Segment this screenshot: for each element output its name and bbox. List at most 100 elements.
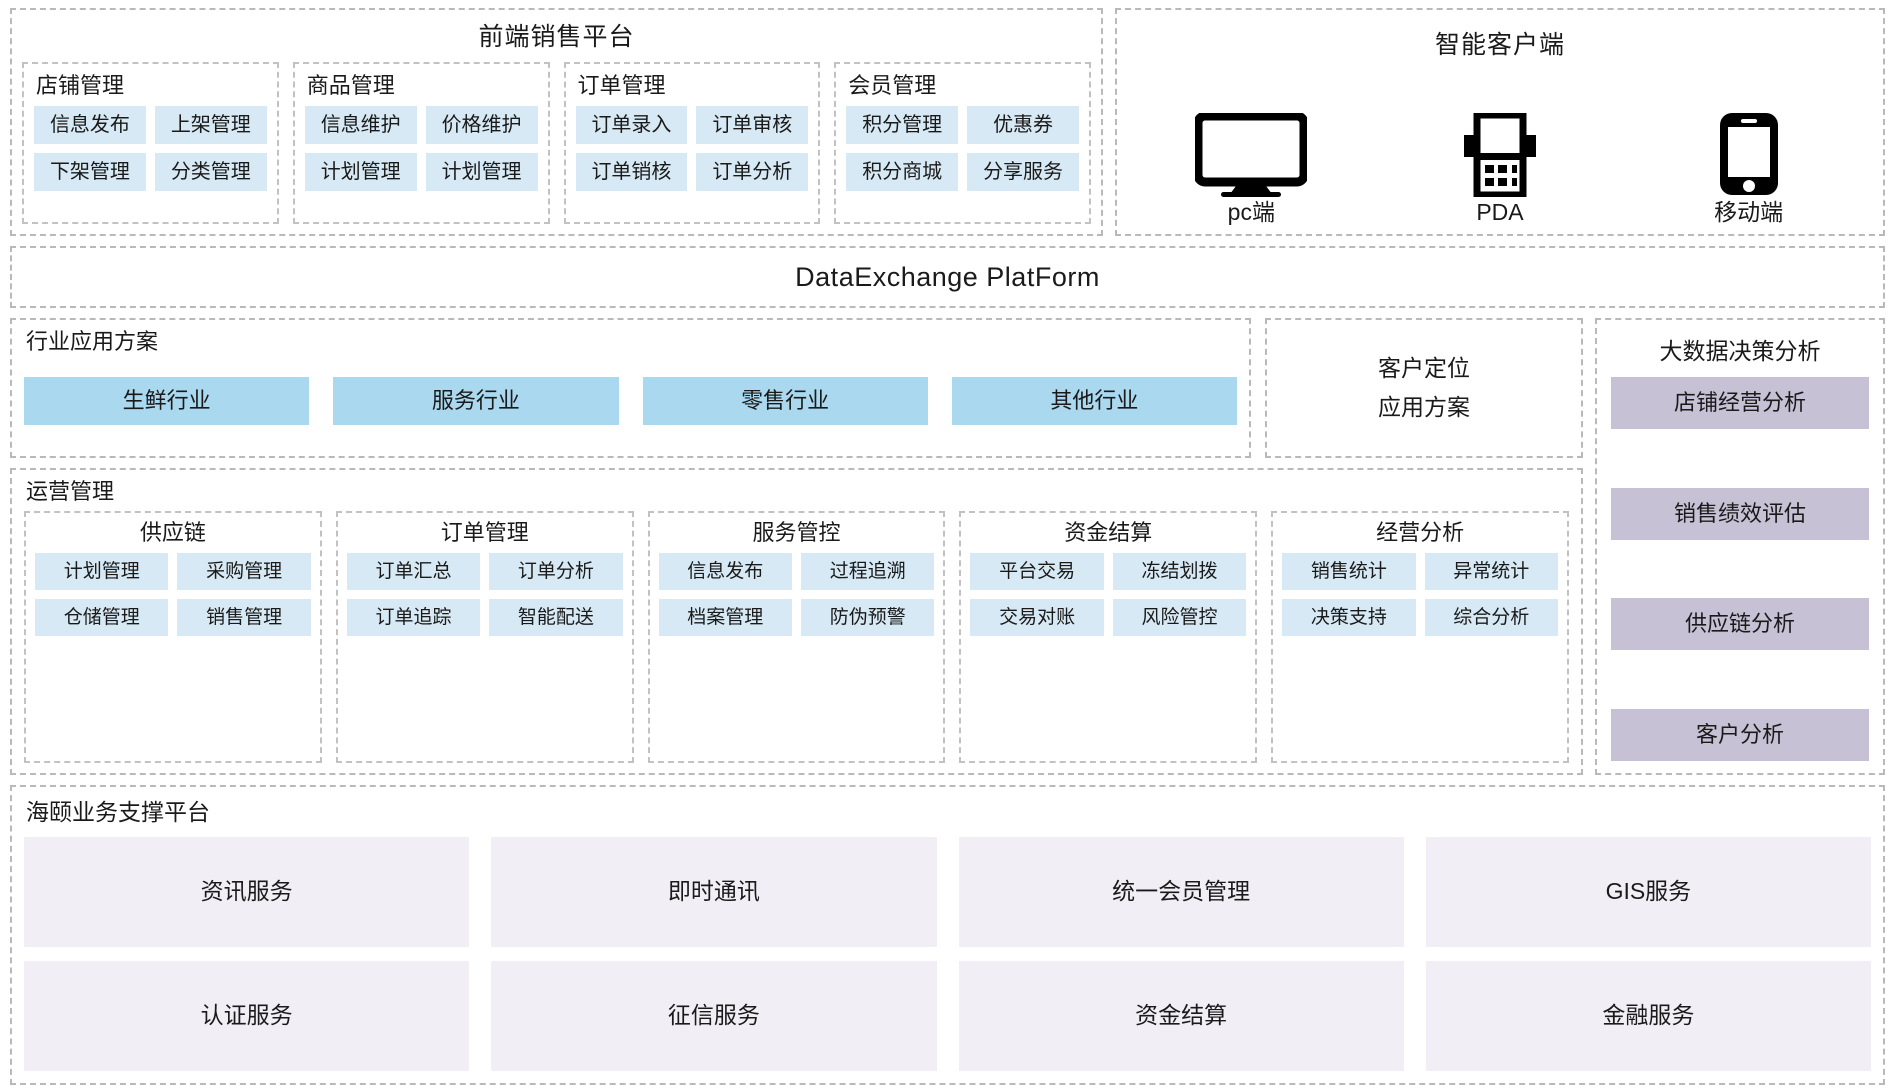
industry-item[interactable]: 零售行业	[642, 376, 928, 425]
operations-groups: 供应链 计划管理 采购管理 仓储管理 销售管理	[24, 511, 1569, 763]
tile-item[interactable]: 信息发布	[34, 105, 146, 144]
support-row: 认证服务 征信服务 资金结算 金融服务	[24, 960, 1871, 1071]
tile-item[interactable]: 分享服务	[967, 152, 1079, 191]
support-item[interactable]: 征信服务	[491, 960, 937, 1071]
support-item[interactable]: 金融服务	[1425, 960, 1871, 1071]
tile-row: 订单汇总 订单分析	[346, 552, 623, 590]
ops-group-tiles: 订单汇总 订单分析 订单追踪 智能配送	[346, 552, 623, 636]
smartphone-icon	[1718, 111, 1780, 197]
tile-item[interactable]: 订单分析	[696, 152, 809, 191]
client-label: pc端	[1227, 199, 1275, 225]
frontend-groups: 店铺管理 信息发布 上架管理 下架管理 分类管理 商品管理	[22, 62, 1091, 224]
ops-group-title: 供应链	[139, 520, 206, 546]
ops-group-title: 订单管理	[440, 520, 529, 546]
client-label: PDA	[1476, 199, 1524, 225]
group-store-management: 店铺管理 信息发布 上架管理 下架管理 分类管理	[22, 62, 279, 224]
tile-item[interactable]: 订单审核	[696, 105, 809, 144]
tile-item[interactable]: 优惠券	[967, 105, 1079, 144]
tile-item[interactable]: 决策支持	[1282, 598, 1416, 636]
group-tiles: 积分管理 优惠券 积分商城 分享服务	[846, 105, 1079, 191]
tile-item[interactable]: 积分管理	[846, 105, 959, 144]
tile-row: 计划管理 计划管理	[304, 152, 538, 191]
group-tiles: 信息发布 上架管理 下架管理 分类管理	[34, 105, 267, 191]
support-item[interactable]: 资金结算	[958, 960, 1404, 1071]
customer-locating-panel: 客户定位 应用方案	[1265, 318, 1583, 458]
ops-group-fund-settlement: 资金结算 平台交易 冻结划拨 交易对账 风险管控	[959, 511, 1258, 763]
tile-item[interactable]: 档案管理	[658, 598, 792, 636]
group-tiles: 信息维护 价格维护 计划管理 计划管理	[304, 105, 538, 191]
tile-row: 销售统计 异常统计	[1282, 552, 1558, 590]
industry-solutions-title: 行业应用方案	[26, 329, 159, 354]
tile-item[interactable]: 订单分析	[489, 552, 623, 590]
tile-item[interactable]: 分类管理	[154, 152, 267, 191]
tile-item[interactable]: 风险管控	[1112, 598, 1247, 636]
industry-item[interactable]: 生鲜行业	[24, 376, 310, 425]
tile-item[interactable]: 下架管理	[34, 152, 146, 191]
tile-row: 仓储管理 销售管理	[35, 598, 311, 636]
client-pc[interactable]: pc端	[1151, 111, 1351, 224]
client-pda[interactable]: PDA	[1400, 111, 1600, 224]
support-platform-panel: 海颐业务支撑平台 资讯服务 即时通讯 统一会员管理 GIS服务 认证服务 征信服…	[10, 785, 1885, 1085]
tile-row: 平台交易 冻结划拨	[970, 552, 1247, 590]
group-title: 店铺管理	[36, 73, 125, 98]
tile-item[interactable]: 信息维护	[304, 105, 417, 144]
frontend-sales-platform-title: 前端销售平台	[478, 23, 635, 51]
ops-group-title: 经营分析	[1376, 520, 1465, 546]
tile-item[interactable]: 订单销核	[575, 152, 688, 191]
group-product-management: 商品管理 信息维护 价格维护 计划管理 计划管理	[292, 62, 550, 224]
big-data-analysis-title: 大数据决策分析	[1659, 338, 1821, 364]
support-item[interactable]: 认证服务	[24, 960, 470, 1071]
tile-item[interactable]: 计划管理	[304, 152, 417, 191]
big-data-item[interactable]: 客户分析	[1611, 708, 1869, 761]
tile-item[interactable]: 防伪预警	[801, 598, 935, 636]
industry-item[interactable]: 服务行业	[333, 376, 619, 425]
ops-group-tiles: 平台交易 冻结划拨 交易对账 风险管控	[970, 552, 1247, 636]
tile-row: 订单销核 订单分析	[575, 152, 809, 191]
client-mobile[interactable]: 移动端	[1649, 111, 1849, 224]
tile-item[interactable]: 平台交易	[970, 552, 1104, 590]
industry-and-locating-row: 行业应用方案 生鲜行业 服务行业 零售行业 其他行业 客户定位 应用方案	[10, 318, 1583, 458]
big-data-item[interactable]: 供应链分析	[1611, 598, 1869, 651]
support-item[interactable]: GIS服务	[1425, 836, 1871, 947]
tile-item[interactable]: 计划管理	[425, 152, 538, 191]
customer-locating-line2: 应用方案	[1378, 394, 1470, 420]
tile-item[interactable]: 销售管理	[177, 598, 311, 636]
tile-row: 档案管理 防伪预警	[658, 598, 935, 636]
tile-item[interactable]: 异常统计	[1424, 552, 1558, 590]
support-item[interactable]: 资讯服务	[24, 836, 470, 947]
tile-row: 下架管理 分类管理	[34, 152, 267, 191]
tile-item[interactable]: 积分商城	[846, 152, 959, 191]
support-row: 资讯服务 即时通讯 统一会员管理 GIS服务	[24, 836, 1871, 947]
tile-item[interactable]: 过程追溯	[801, 552, 935, 590]
tile-item[interactable]: 销售统计	[1282, 552, 1416, 590]
tile-item[interactable]: 价格维护	[425, 105, 538, 144]
tile-item[interactable]: 综合分析	[1424, 598, 1558, 636]
tile-item[interactable]: 订单汇总	[346, 552, 481, 590]
ops-group-order-management: 订单管理 订单汇总 订单分析 订单追踪 智能配送	[335, 511, 634, 763]
tile-row: 积分管理 优惠券	[846, 105, 1079, 144]
tile-item[interactable]: 采购管理	[177, 552, 311, 590]
tile-item[interactable]: 计划管理	[35, 552, 169, 590]
big-data-item[interactable]: 店铺经营分析	[1611, 377, 1869, 429]
tile-item[interactable]: 上架管理	[154, 105, 267, 144]
tile-item[interactable]: 订单追踪	[346, 598, 481, 636]
tile-item[interactable]: 冻结划拨	[1112, 552, 1247, 590]
group-title: 订单管理	[577, 73, 666, 98]
tile-item[interactable]: 智能配送	[489, 598, 623, 636]
support-item[interactable]: 即时通讯	[491, 836, 937, 947]
tile-item[interactable]: 仓储管理	[35, 598, 169, 636]
data-exchange-platform-title: DataExchange PlatForm	[795, 261, 1100, 292]
support-platform-title: 海颐业务支撑平台	[26, 799, 210, 825]
tile-item[interactable]: 信息发布	[658, 552, 792, 590]
tile-item[interactable]: 订单录入	[575, 105, 688, 144]
support-item[interactable]: 统一会员管理	[958, 836, 1404, 947]
operations-management-title: 运营管理	[26, 479, 115, 504]
big-data-item[interactable]: 销售绩效评估	[1611, 487, 1869, 540]
middle-row: 行业应用方案 生鲜行业 服务行业 零售行业 其他行业 客户定位 应用方案 运营管…	[10, 318, 1885, 775]
industry-item[interactable]: 其他行业	[951, 376, 1237, 425]
top-row: 前端销售平台 店铺管理 信息发布 上架管理 下架管理 分类管理	[10, 8, 1885, 236]
tile-item[interactable]: 交易对账	[970, 598, 1104, 636]
group-member-management: 会员管理 积分管理 优惠券 积分商城 分享服务	[834, 62, 1091, 224]
tile-row: 积分商城 分享服务	[846, 152, 1079, 191]
